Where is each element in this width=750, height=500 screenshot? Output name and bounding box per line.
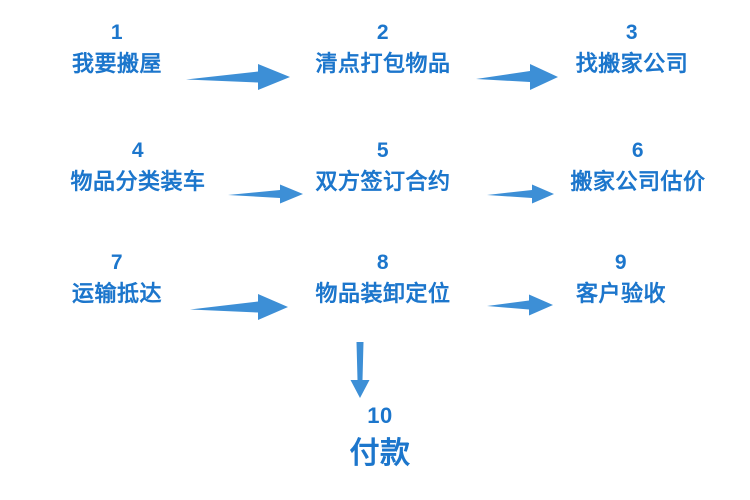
arrow-4-to-5 [228, 182, 303, 206]
step-label: 找搬家公司 [575, 51, 689, 76]
arrow-8-to-9 [487, 292, 553, 318]
step-number: 3 [625, 21, 639, 44]
step-label: 物品装卸定位 [315, 281, 451, 306]
step-number: 10 [367, 403, 393, 428]
step-number: 6 [631, 139, 645, 162]
step-number: 1 [110, 21, 124, 44]
step-number: 5 [376, 139, 390, 162]
arrow-5-to-6 [487, 182, 554, 206]
arrow-2-to-3 [476, 62, 558, 92]
step-label: 付款 [349, 437, 411, 470]
step-label: 双方签订合约 [315, 169, 451, 194]
step-label: 物品分类装车 [70, 169, 206, 194]
flow-step-1[interactable]: 1 我要搬屋 [62, 22, 172, 75]
flow-step-5[interactable]: 5 双方签订合约 [303, 140, 463, 193]
flow-step-8[interactable]: 8 物品装卸定位 [303, 252, 463, 305]
step-number: 4 [131, 139, 145, 162]
step-label: 客户验收 [575, 281, 666, 306]
step-label: 运输抵达 [71, 281, 162, 306]
flow-step-10[interactable]: 10 付款 [305, 405, 455, 470]
flow-step-7[interactable]: 7 运输抵达 [62, 252, 172, 305]
step-label: 清点打包物品 [315, 51, 451, 76]
flow-step-9[interactable]: 9 客户验收 [562, 252, 680, 305]
step-number: 9 [614, 251, 628, 274]
step-number: 7 [110, 251, 124, 274]
arrow-1-to-2 [186, 62, 290, 92]
arrow-8-to-10 [344, 342, 376, 398]
step-label: 搬家公司估价 [570, 169, 706, 194]
step-number: 8 [376, 251, 390, 274]
step-number: 2 [376, 21, 390, 44]
flow-step-3[interactable]: 3 找搬家公司 [563, 22, 701, 75]
arrow-7-to-8 [190, 292, 288, 322]
step-label: 我要搬屋 [71, 51, 162, 76]
flow-step-4[interactable]: 4 物品分类装车 [57, 140, 219, 193]
flow-step-2[interactable]: 2 清点打包物品 [303, 22, 463, 75]
flow-step-6[interactable]: 6 搬家公司估价 [557, 140, 719, 193]
